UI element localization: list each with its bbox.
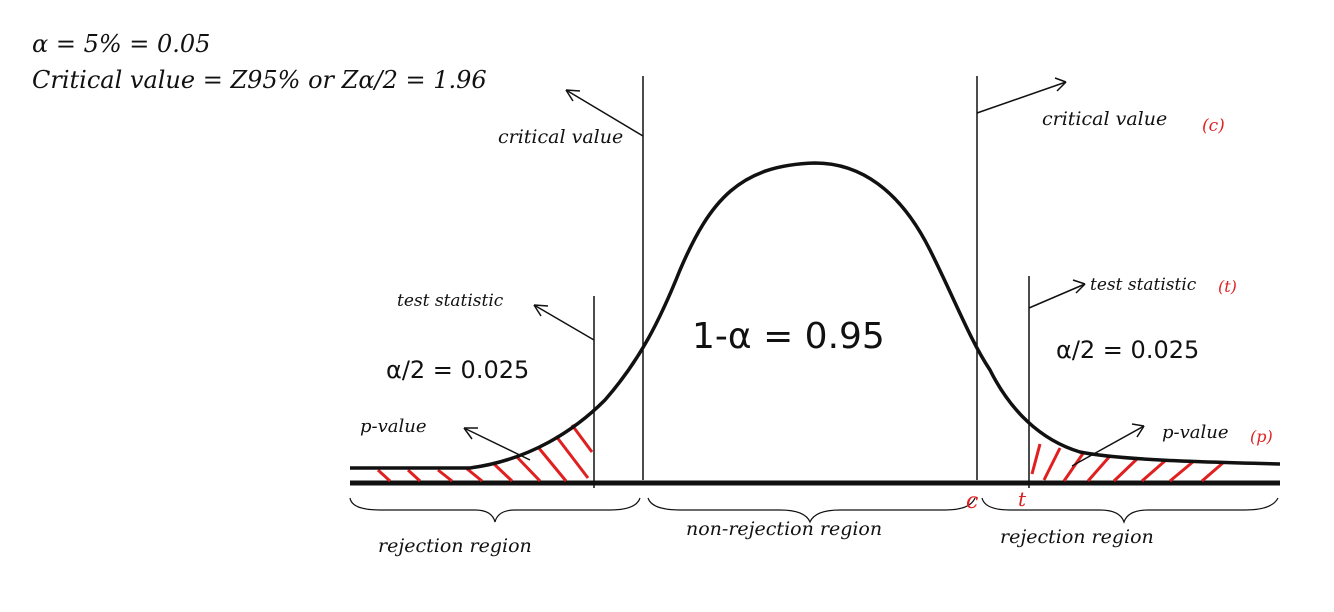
arrow-critical-value-left: [565, 89, 644, 137]
brace-non-rejection: [647, 497, 976, 524]
arrow-test-statistic-right: [1028, 279, 1086, 309]
axis-mark-critical-value: c: [966, 489, 978, 514]
critical-value-left-label: critical value: [498, 126, 623, 148]
region-label-left-rejection: rejection region: [378, 535, 532, 557]
critical-value-right-label: critical value: [1042, 108, 1167, 130]
p-value-left-label: p-value: [360, 416, 427, 437]
critical-value-definition: Critical value = Z95% or Zα/2 = 1.96: [32, 66, 487, 94]
arrow-test-statistic-left: [533, 304, 595, 341]
arrow-p-value-right: [1071, 423, 1145, 467]
right-tail-area-label: α/2 = 0.025: [1056, 336, 1199, 364]
left-tail-hatching: [376, 424, 594, 483]
right-tail-hatching: [1030, 443, 1225, 483]
region-label-right-rejection: rejection region: [1000, 526, 1154, 548]
distribution-curve: [350, 161, 1281, 470]
alpha-definition: α = 5% = 0.05: [32, 30, 210, 58]
arrow-critical-value-right: [976, 77, 1067, 114]
region-label-non-rejection: non-rejection region: [686, 518, 882, 540]
test-statistic-right-label: test statistic: [1090, 275, 1197, 295]
p-value-right-tag: (p): [1250, 427, 1273, 446]
center-area-label: 1-α = 0.95: [692, 316, 885, 357]
critical-value-right-tag: (c): [1202, 116, 1225, 136]
arrow-p-value-left: [463, 427, 531, 461]
test-statistic-right-tag: (t): [1218, 277, 1237, 296]
p-value-right-label: p-value: [1162, 422, 1229, 443]
test-statistic-left-label: test statistic: [397, 291, 504, 311]
left-tail-area-label: α/2 = 0.025: [386, 356, 529, 384]
brace-left-rejection: [349, 497, 641, 523]
axis-mark-test-statistic: t: [1018, 487, 1027, 511]
brace-right-rejection: [981, 497, 1279, 524]
